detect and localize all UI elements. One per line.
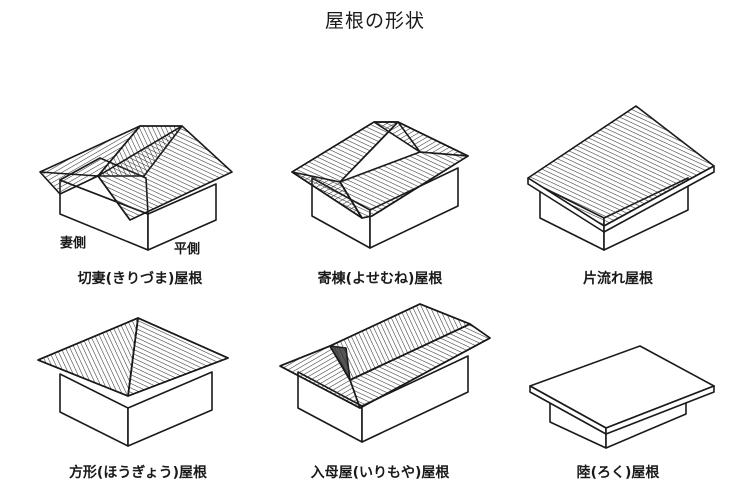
hip-roof-drawing bbox=[291, 121, 469, 249]
diagram-title: 屋根の形状 bbox=[324, 10, 425, 32]
roof-label-pyramid: 方形(ほうぎょう)屋根 bbox=[68, 465, 208, 481]
pyramid-roof-drawing bbox=[37, 317, 229, 447]
roof-label-hip-and-gable: 入母屋(いりもや)屋根 bbox=[310, 465, 450, 481]
roof-label-shed: 片流れ屋根 bbox=[583, 271, 653, 287]
eaves-side-label: 平側 bbox=[174, 242, 201, 257]
roof-label-hip: 寄棟(よせむね)屋根 bbox=[317, 271, 443, 287]
roof-label-flat: 陸(ろく)屋根 bbox=[576, 465, 660, 481]
flat-roof-drawing bbox=[529, 345, 715, 449]
roof-label-gable: 切妻(きりづま)屋根 bbox=[77, 271, 203, 287]
hip-and-gable-roof-drawing bbox=[279, 303, 491, 443]
gable-end-label: 妻側 bbox=[60, 236, 87, 251]
shed-roof-drawing bbox=[527, 105, 715, 251]
gable-roof-drawing bbox=[39, 125, 233, 251]
